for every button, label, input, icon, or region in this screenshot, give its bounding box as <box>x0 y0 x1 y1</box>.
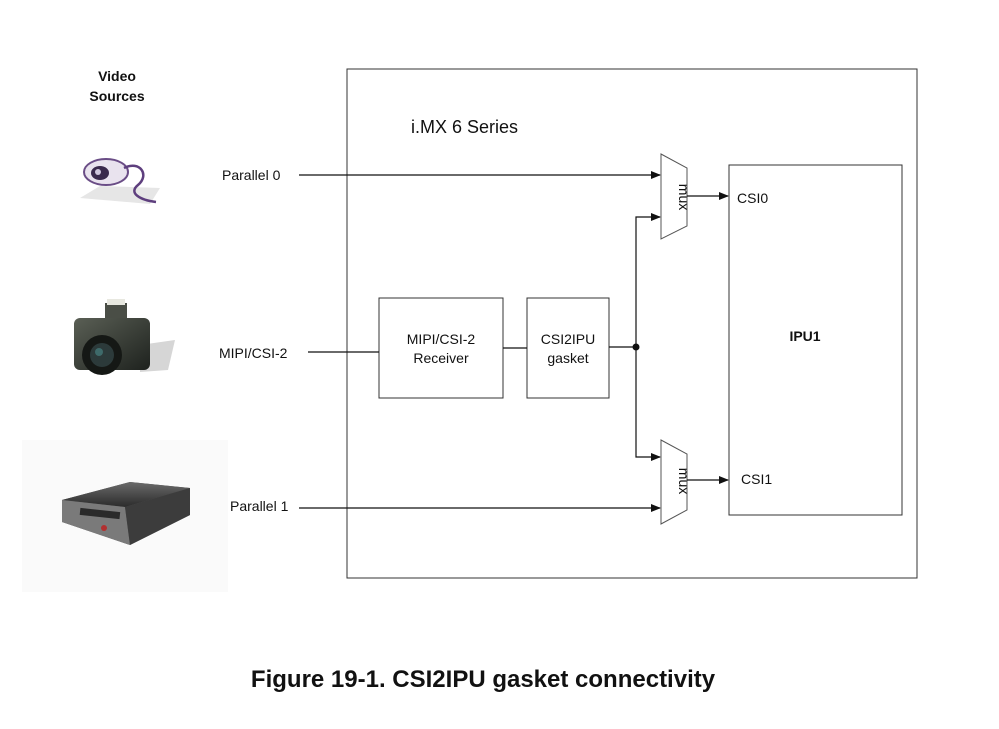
receiver-label-line2: Receiver <box>413 350 469 366</box>
wire-gasket-to-mux-top <box>635 213 661 347</box>
figure-caption: Figure 19-1. CSI2IPU gasket connectivity <box>251 666 716 693</box>
gasket-label-line2: gasket <box>547 350 588 366</box>
mux-bottom <box>660 439 688 525</box>
mipi-csi2-receiver-block <box>378 297 504 399</box>
mux-bottom-label: mux <box>676 468 692 494</box>
mux-top-label: mux <box>676 184 692 210</box>
csi1-port-label: CSI1 <box>741 471 772 487</box>
source-label-mipi-csi-2: MIPI/CSI-2 <box>219 345 288 361</box>
ipu1-block <box>728 164 903 516</box>
chip-title: i.MX 6 Series <box>411 117 518 137</box>
csi2ipu-gasket-block <box>526 297 610 399</box>
ipu1-label: IPU1 <box>789 328 820 344</box>
mux-top <box>660 153 688 240</box>
video-recorder-icon <box>62 482 190 545</box>
wire-gasket-to-mux-bottom <box>635 347 661 461</box>
video-sources-heading-line1: Video <box>98 68 136 84</box>
receiver-label-line1: MIPI/CSI-2 <box>407 331 476 347</box>
webcam-icon <box>80 158 160 204</box>
csi0-port-label: CSI0 <box>737 190 768 206</box>
video-sources-heading-line2: Sources <box>89 88 144 104</box>
chip-boundary <box>346 68 918 579</box>
gasket-label-line1: CSI2IPU <box>541 331 595 347</box>
camera-icon <box>74 299 175 375</box>
source-label-parallel-1: Parallel 1 <box>230 498 289 514</box>
source-label-parallel-0: Parallel 0 <box>222 167 281 183</box>
